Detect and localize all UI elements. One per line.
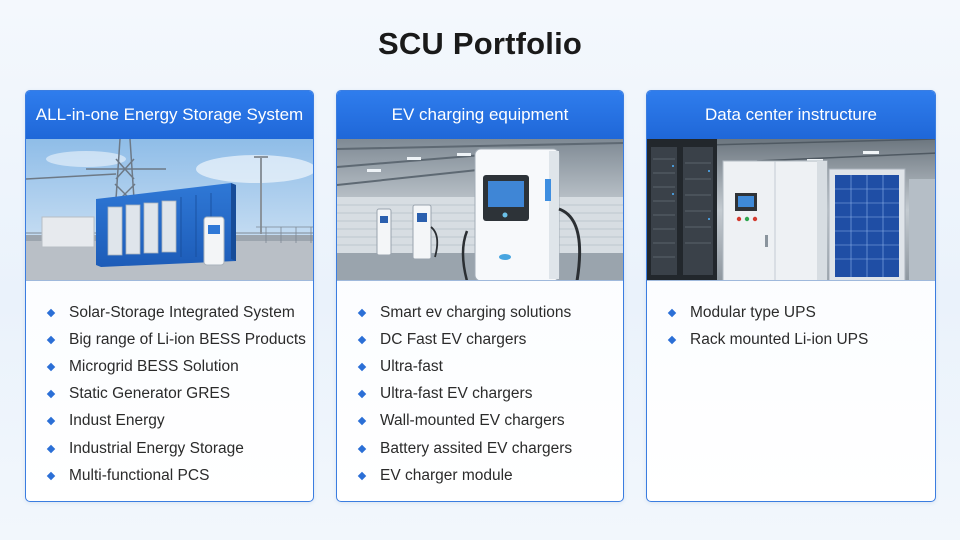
list-item: Indust Energy [46, 408, 313, 435]
list-item: Wall-mounted EV chargers [357, 408, 623, 435]
card-header: Data center instructure [647, 91, 935, 139]
list-item: Industrial Energy Storage [46, 435, 313, 462]
list-item: Multi-functional PCS [46, 462, 313, 489]
diamond-bullet-icon [667, 335, 677, 345]
feature-list: Modular type UPS Rack mounted Li-ion UPS [647, 281, 935, 353]
diamond-bullet-icon [46, 444, 56, 453]
list-item: DC Fast EV chargers [357, 326, 623, 353]
diamond-bullet-icon [46, 362, 56, 372]
ev-charging-image [337, 139, 623, 281]
diamond-bullet-icon [46, 335, 56, 345]
feature-list: Solar-Storage Integrated System Big rang… [26, 281, 313, 489]
diamond-bullet-icon [357, 417, 367, 426]
card-header: ALL-in-one Energy Storage System [26, 91, 313, 139]
diamond-bullet-icon [357, 308, 367, 317]
diamond-bullet-icon [46, 389, 56, 399]
list-item: Ultra-fast [357, 353, 623, 380]
list-item: EV charger module [357, 462, 623, 489]
data-center-image [647, 139, 935, 281]
page-title: SCU Portfolio [377, 26, 583, 61]
list-item: Modular type UPS [667, 299, 935, 326]
diamond-bullet-icon [667, 308, 677, 317]
card-data-center: Data center instructure [646, 90, 936, 502]
diamond-bullet-icon [357, 335, 367, 345]
card-header: EV charging equipment [337, 91, 623, 139]
list-item: Static Generator GRES [46, 381, 313, 408]
list-item: Rack mounted Li-ion UPS [667, 326, 935, 353]
diamond-bullet-icon [46, 471, 56, 480]
card-ev-charging: EV charging equipment [336, 90, 624, 502]
list-item: Solar-Storage Integrated System [46, 299, 313, 326]
diamond-bullet-icon [357, 389, 367, 399]
diamond-bullet-icon [357, 444, 367, 453]
list-item: Battery assited EV chargers [357, 435, 623, 462]
diamond-bullet-icon [357, 362, 367, 372]
list-item: Ultra-fast EV chargers [357, 381, 623, 408]
list-item: Smart ev charging solutions [357, 299, 623, 326]
list-item: Big range of Li-ion BESS Products [46, 326, 313, 353]
diamond-bullet-icon [357, 471, 367, 480]
list-item: Microgrid BESS Solution [46, 353, 313, 380]
card-energy-storage: ALL-in-one Energy Storage System [25, 90, 314, 502]
diamond-bullet-icon [46, 417, 56, 426]
feature-list: Smart ev charging solutions DC Fast EV c… [337, 281, 623, 489]
diamond-bullet-icon [46, 308, 56, 317]
energy-storage-image [26, 139, 313, 281]
